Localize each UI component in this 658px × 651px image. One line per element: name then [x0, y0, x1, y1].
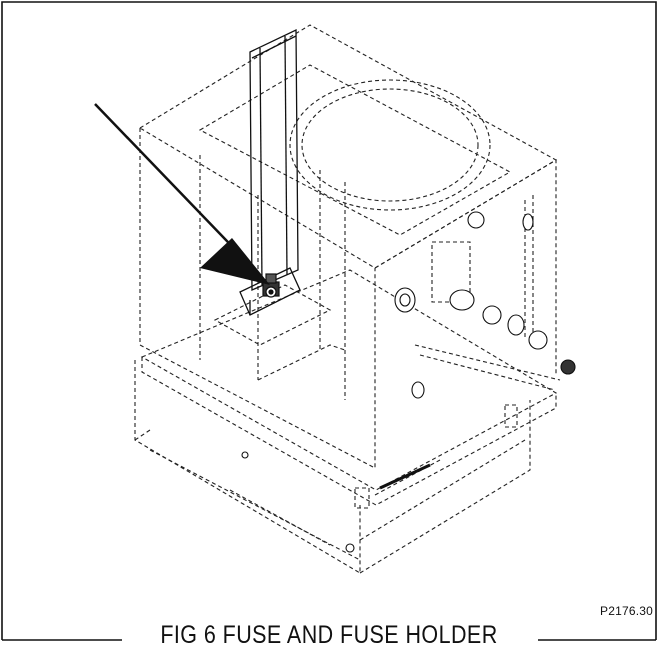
figure-code: P2176.30 [600, 604, 653, 618]
valve-fittings [241, 211, 576, 553]
figure-caption: FIG 6 FUSE AND FUSE HOLDER [160, 621, 498, 649]
cabinet-drawing [134, 24, 561, 574]
pointer-arrow [94, 103, 270, 285]
fuse-holder [262, 273, 280, 298]
